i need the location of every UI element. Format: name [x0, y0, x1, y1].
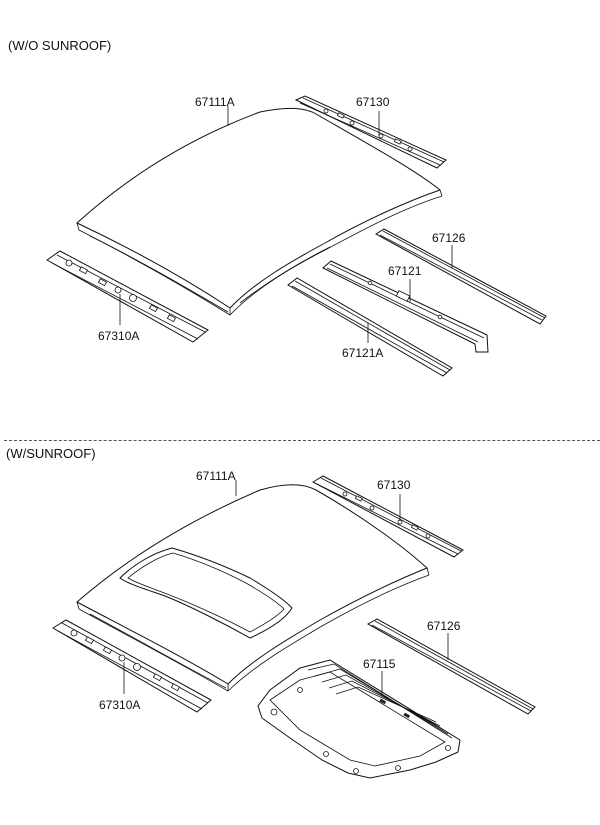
- front-rail-sunroof-drawing: [52, 619, 212, 713]
- front-rail-drawing: [46, 250, 209, 343]
- section-divider: [4, 440, 600, 441]
- sunroof-frame-drawing: [257, 659, 461, 779]
- part-label-front-rail: 67310A: [98, 329, 140, 343]
- part-label-roof-panel: 67111A: [195, 95, 235, 109]
- part-label-front-rail-sunroof: 67310A: [99, 698, 141, 712]
- part-label-bow-center: 67121: [388, 264, 422, 278]
- part-label-bow-rear: 67126: [432, 231, 466, 245]
- roof-panel-drawing: [76, 106, 443, 316]
- roof-bow-front-drawing: [287, 277, 453, 377]
- roof-bow-center-drawing: [322, 260, 489, 353]
- roof-bow-rear-drawing: [375, 228, 547, 325]
- part-label-roof-panel-sunroof: 67111A: [196, 469, 236, 483]
- part-label-bow-rear-sunroof: 67126: [427, 619, 461, 633]
- part-label-bow-front: 67121A: [342, 346, 384, 360]
- roof-bow-rear-sunroof-drawing: [366, 618, 536, 715]
- rear-rail-drawing: [294, 95, 447, 169]
- section-title-with-sunroof: (W/SUNROOF): [6, 446, 96, 461]
- part-label-rear-rail: 67130: [356, 95, 390, 109]
- section-title-without-sunroof: (W/O SUNROOF): [8, 38, 112, 53]
- part-label-sunroof-frame: 67115: [363, 657, 396, 671]
- roof-panel-sunroof-drawing: [76, 480, 430, 692]
- rear-rail-sunroof-drawing: [311, 475, 464, 558]
- part-label-rear-rail-sunroof: 67130: [377, 478, 411, 492]
